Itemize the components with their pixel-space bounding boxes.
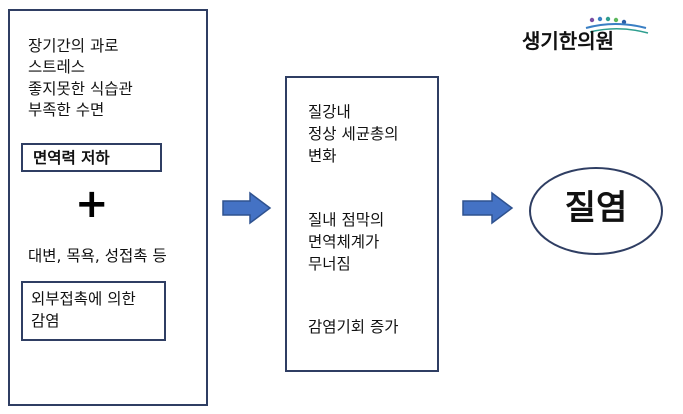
clinic-logo-text: 생기한의원 (522, 29, 614, 53)
mechanism-line: 질강내 (308, 103, 351, 121)
logo-dot (613, 17, 619, 23)
result-ellipse (529, 167, 663, 255)
mechanism-box (285, 76, 439, 372)
contact-infection-box: 외부접촉에 의한 감염 (21, 281, 166, 341)
logo-dot (621, 19, 627, 25)
contact-line-2: 감염 (31, 312, 60, 330)
logo-dot (589, 17, 595, 23)
arrow-right-icon (222, 191, 272, 225)
mechanism-line: 면역체계가 (308, 233, 380, 251)
mechanism-line: 정상 세균총의 (308, 125, 399, 143)
mechanism-line: 변화 (308, 147, 337, 165)
cause-overwork: 장기간의 과로 (28, 37, 119, 55)
logo-dot (605, 16, 611, 22)
arrow-right-icon (462, 191, 514, 225)
result-label: 질염 (564, 188, 628, 228)
cause-stress: 스트레스 (28, 58, 86, 76)
plus-sign: + (75, 181, 109, 227)
mechanism-line: 무너짐 (308, 255, 351, 273)
clinic-logo-icon (585, 16, 649, 34)
external-factors-text: 대변, 목욕, 성접촉 등 (28, 247, 167, 265)
logo-swoosh (585, 23, 647, 29)
immunity-label: 면역력 저하 (33, 149, 110, 167)
contact-line-1: 외부접촉에 의한 (31, 290, 136, 308)
mechanism-line: 감염기회 증가 (308, 318, 399, 336)
mechanism-line: 질내 점막의 (308, 211, 385, 229)
logo-dot (597, 16, 603, 22)
cause-diet: 좋지못한 식습관 (28, 80, 133, 98)
immunity-box: 면역력 저하 (21, 143, 162, 172)
logo-swoosh (589, 28, 649, 34)
cause-sleep: 부족한 수면 (28, 101, 105, 119)
